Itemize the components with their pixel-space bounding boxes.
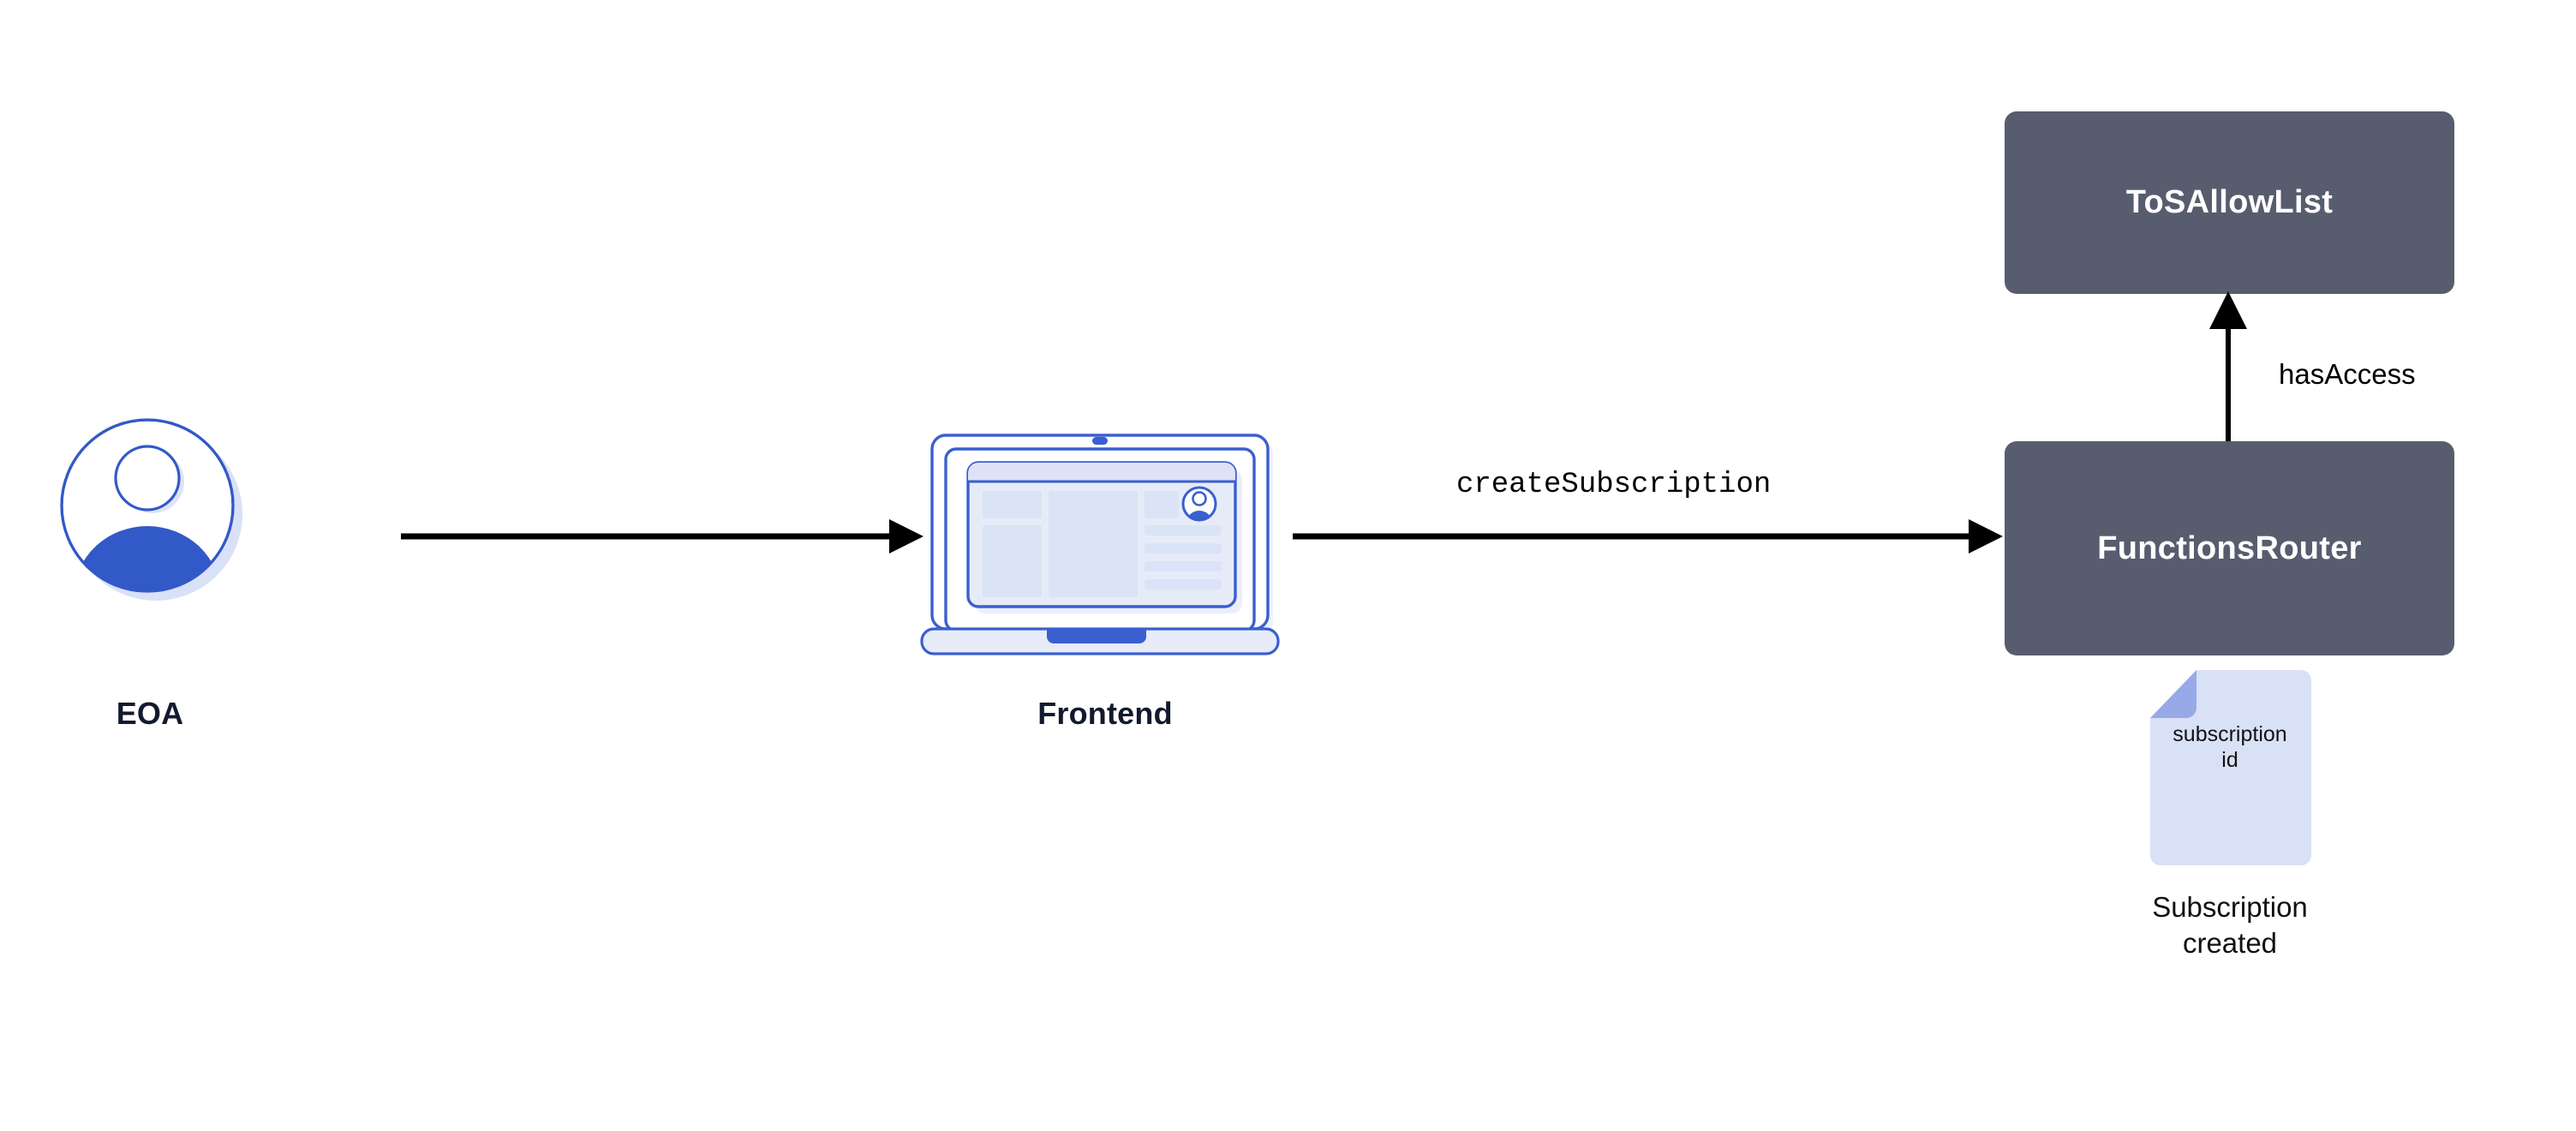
document-icon (2150, 670, 2311, 865)
tosallowlist-box-label: ToSAllowList (2125, 184, 2334, 220)
functionsrouter-box[interactable]: FunctionsRouter (2005, 441, 2454, 655)
screen-avatar-icon (1181, 486, 1217, 522)
laptop-icon (920, 434, 1280, 655)
functionsrouter-box-label: FunctionsRouter (2097, 530, 2362, 566)
edge-label-createsubscription: createSubscription (1456, 469, 1772, 501)
arrow-frontend-to-functionsrouter (1289, 514, 2013, 559)
subscription-document-icon: subscription id (2149, 668, 2311, 867)
eoa-avatar-icon (51, 410, 248, 607)
subscription-created-caption: Subscription created (2152, 891, 2308, 960)
eoa-label: EOA (116, 696, 184, 731)
frontend-laptop-icon (917, 428, 1294, 660)
arrow-functionsrouter-to-tosallowlist (2197, 290, 2259, 446)
frontend-label: Frontend (1037, 696, 1173, 731)
user-avatar-icon (60, 418, 242, 601)
arrow-eoa-to-frontend (394, 514, 934, 559)
document-text-line2: id (2221, 748, 2238, 772)
document-text-line1: subscription (2173, 722, 2287, 746)
edge-label-hasaccess: hasAccess (2279, 358, 2416, 390)
tosallowlist-box[interactable]: ToSAllowList (2005, 111, 2454, 294)
